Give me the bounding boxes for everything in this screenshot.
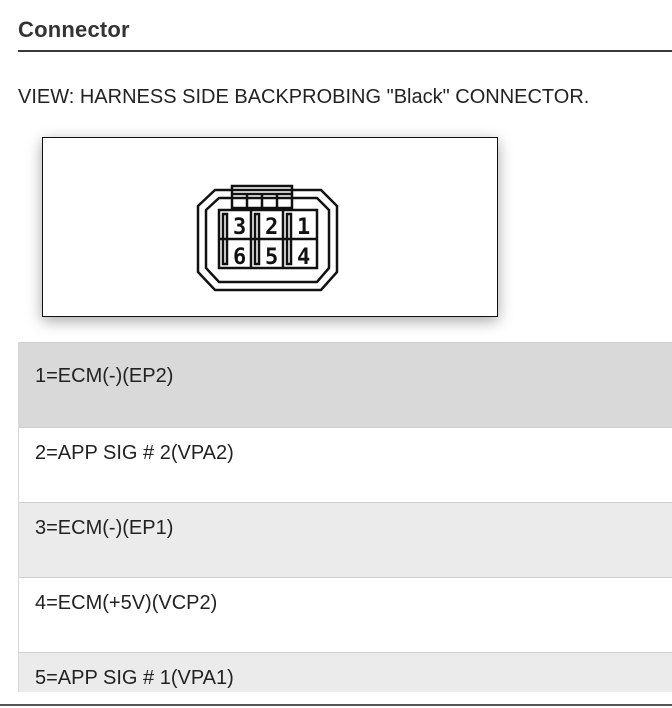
table-row: 3=ECM(-)(EP1) (19, 503, 672, 578)
section-header: Connector (18, 14, 672, 52)
pin-number-3: 3 (233, 215, 246, 240)
pin-label: 5=APP SIG # 1(VPA1) (35, 667, 234, 689)
connector-diagram[interactable]: 3 2 1 6 5 4 (42, 137, 498, 317)
pin-number-5: 5 (265, 245, 278, 270)
pin-number-6: 6 (233, 245, 246, 270)
pin-label: 1=ECM(-)(EP2) (35, 365, 174, 387)
bottom-divider (0, 704, 672, 706)
connector-housing-outer (196, 188, 339, 292)
connector-drawing: 3 2 1 6 5 4 (196, 184, 339, 292)
pin-number-1: 1 (297, 215, 310, 240)
pin-label: 4=ECM(+5V)(VCP2) (35, 592, 218, 614)
table-row: 1=ECM(-)(EP2) (19, 342, 672, 428)
section-title: Connector (18, 17, 130, 42)
connector-housing-inner (204, 196, 331, 284)
pin-label: 2=APP SIG # 2(VPA2) (35, 442, 234, 464)
pin-number-4: 4 (297, 245, 310, 270)
pin-label: 3=ECM(-)(EP1) (35, 517, 174, 539)
table-row: 5=APP SIG # 1(VPA1) (19, 653, 672, 692)
table-row: 2=APP SIG # 2(VPA2) (19, 428, 672, 503)
table-row: 4=ECM(+5V)(VCP2) (19, 578, 672, 653)
pin-number-2: 2 (265, 215, 278, 240)
view-description: VIEW: HARNESS SIDE BACKPROBING "Black" C… (18, 86, 590, 108)
pin-table: 1=ECM(-)(EP2) 2=APP SIG # 2(VPA2) 3=ECM(… (18, 342, 672, 692)
